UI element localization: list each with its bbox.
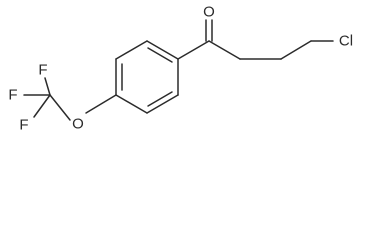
chlorine-label: Cl bbox=[339, 33, 353, 50]
trifluoromethoxy-group bbox=[23, 77, 117, 121]
ring-double-bond-inner-2 bbox=[147, 91, 173, 107]
chain-bond-3 bbox=[280, 40, 312, 60]
carbon-to-fluorine-top-bond bbox=[44, 77, 51, 96]
ring-bond-top-left bbox=[115, 40, 148, 60]
aryl-carbonyl-bond bbox=[177, 40, 210, 60]
butanone-chain bbox=[177, 19, 334, 60]
fluorine-top-label: F bbox=[38, 62, 47, 79]
ring-bond-top-right bbox=[146, 40, 179, 60]
fluorine-bottom-label: F bbox=[19, 117, 28, 134]
carbonyl-oxygen-label: O bbox=[203, 4, 215, 21]
fluorine-left-label: F bbox=[8, 87, 17, 104]
chain-bond-1 bbox=[208, 40, 241, 60]
ether-oxygen-to-carbon-bond bbox=[49, 94, 71, 121]
ring-bond-bottom-left bbox=[115, 94, 148, 114]
ether-oxygen-label: O bbox=[72, 116, 84, 133]
carbon-to-fluorine-bottom-bond bbox=[33, 94, 51, 118]
ring-to-ether-oxygen-bond bbox=[85, 94, 117, 114]
ring-bond-bottom-right bbox=[146, 94, 179, 114]
benzene-ring bbox=[115, 40, 179, 114]
chemical-structure: O Cl F F F O bbox=[8, 4, 353, 134]
ring-double-bond-inner-1 bbox=[147, 47, 173, 63]
